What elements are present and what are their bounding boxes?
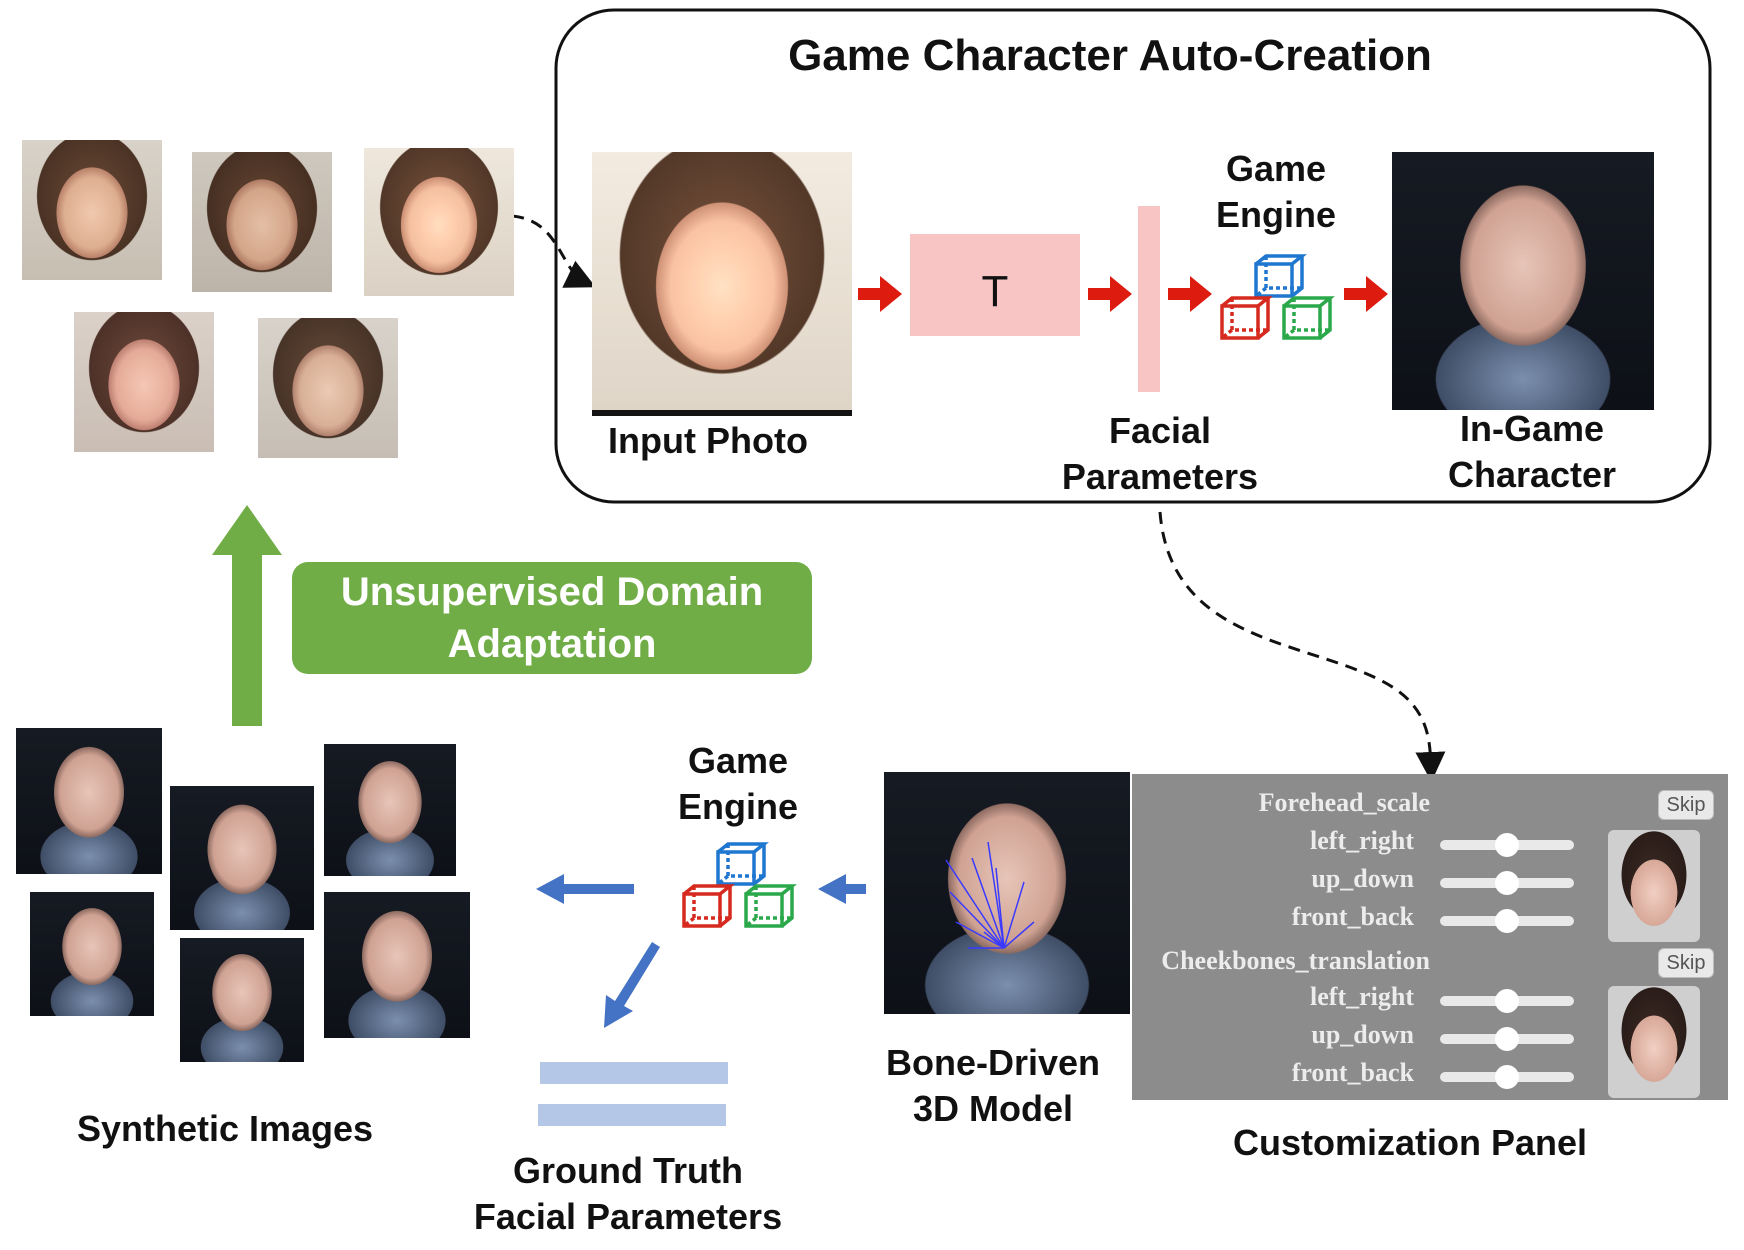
real-face-photo-5: [258, 318, 398, 458]
facial-params-label-line-2: Parameters: [1061, 456, 1259, 498]
synthetic-image-5: [180, 938, 304, 1062]
real-face-photo-1: [22, 140, 162, 280]
slider-2-3[interactable]: [1440, 1065, 1574, 1089]
blue-arrow-left-2: [818, 874, 866, 904]
bone-lines: [945, 841, 1035, 949]
blue-arrow-left-1: [536, 874, 634, 904]
slider-2-1[interactable]: [1440, 989, 1574, 1013]
bottom-engine-label: Game Engine: [640, 738, 836, 830]
bone-driven-model-image: [884, 772, 1130, 1014]
bottom-engine-label-line-1: Game: [687, 740, 789, 781]
synthetic-image-4: [30, 892, 154, 1016]
top-engine-label: Game Engine: [1176, 146, 1376, 238]
panel-group-2-name: Cheekbones_translation: [1161, 946, 1430, 975]
bone-model-label-line-2: 3D Model: [912, 1088, 1073, 1130]
bottom-engine-cubes: [682, 842, 797, 928]
translator-box: [910, 234, 1080, 336]
slider-label-2-3: front_back: [1291, 1058, 1414, 1087]
ground-truth-label-line-1: Ground Truth: [513, 1150, 743, 1191]
cube-icon-green: [1282, 296, 1335, 340]
synthetic-image-6: [324, 892, 470, 1038]
red-arrow-1: [858, 276, 902, 312]
input-photo-label: Input Photo: [608, 420, 808, 461]
red-arrows: [858, 276, 1388, 312]
red-arrow-4: [1344, 276, 1388, 312]
panel-group-1-name: Forehead_scale: [1258, 788, 1430, 817]
top-engine-cubes: [1220, 254, 1335, 340]
ground-truth-label-line-2: Facial Parameters: [473, 1196, 783, 1238]
slider-knob[interactable]: [1495, 833, 1519, 857]
bottom-engine-label-line-2: Engine: [677, 786, 798, 828]
facial-params-bar: [1138, 206, 1160, 392]
slider-label-1-3: front_back: [1291, 902, 1414, 931]
translator-label: T: [981, 267, 1009, 316]
in-game-character-label-line-2: Character: [1447, 454, 1617, 496]
cube-icon-blue: [716, 842, 769, 886]
slider-1-3[interactable]: [1440, 909, 1574, 933]
in-game-character-image: [1392, 152, 1654, 410]
slider-knob[interactable]: [1495, 1027, 1519, 1051]
slider-knob[interactable]: [1495, 989, 1519, 1013]
real-face-photo-3: [364, 148, 514, 296]
bone-model-label-line-1: Bone-Driven: [885, 1042, 1101, 1083]
red-arrow-3: [1168, 276, 1212, 312]
customization-panel-label: Customization Panel: [1232, 1122, 1588, 1163]
slider-1-1[interactable]: [1440, 833, 1574, 857]
synthetic-images-label: Synthetic Images: [76, 1108, 374, 1149]
input-photo: [592, 152, 852, 416]
slider-2-2[interactable]: [1440, 1027, 1574, 1051]
slider-1-2[interactable]: [1440, 871, 1574, 895]
dashed-arrow-to-input: [511, 214, 596, 288]
dashed-arrow-to-panel: [1158, 511, 1446, 782]
uda-label: Unsupervised Domain Adaptation: [292, 566, 812, 670]
bone-model-label: Bone-Driven 3D Model: [868, 1040, 1118, 1132]
uda-label-line-1: Unsupervised Domain: [340, 570, 764, 614]
synthetic-image-1: [16, 728, 162, 874]
auto-creation-box: [554, 8, 1712, 504]
customization-panel: Forehead_scale Skip left_right up_down f…: [1132, 774, 1728, 1100]
cube-icon-blue: [1254, 254, 1307, 298]
slider-knob[interactable]: [1495, 1065, 1519, 1089]
in-game-character-label-line-1: In-Game: [1459, 408, 1605, 449]
skip-button-1[interactable]: Skip: [1658, 790, 1714, 820]
top-engine-label-line-1: Game: [1225, 148, 1327, 189]
ground-truth-label: Ground Truth Facial Parameters: [468, 1148, 788, 1240]
slider-label-2-2: up_down: [1311, 1020, 1414, 1049]
cube-icon-red: [1220, 296, 1273, 340]
blue-arrows: [536, 874, 866, 1028]
slider-label-2-1: left_right: [1310, 982, 1414, 1011]
synthetic-image-2: [170, 786, 314, 930]
cheekbones-preview-thumbnail: [1608, 986, 1700, 1098]
red-arrow-2: [1088, 276, 1132, 312]
cube-icon-red: [682, 884, 735, 928]
uda-box: [292, 562, 812, 674]
cube-icon-green: [744, 884, 797, 928]
top-engine-label-line-2: Engine: [1215, 194, 1336, 236]
slider-label-1-2: up_down: [1311, 864, 1414, 893]
skip-button-2[interactable]: Skip: [1658, 948, 1714, 978]
synthetic-image-3: [324, 744, 456, 876]
gt-bar-1: [540, 1062, 728, 1084]
diagram-title: Game Character Auto-Creation: [788, 31, 1432, 80]
slider-knob[interactable]: [1495, 909, 1519, 933]
facial-params-label-line-1: Facial: [1108, 410, 1212, 451]
real-face-photo-4: [74, 312, 214, 452]
gt-bar-2: [538, 1104, 726, 1126]
in-game-character-label: In-Game Character: [1422, 406, 1642, 498]
uda-label-line-2: Adaptation: [447, 622, 657, 666]
real-face-photo-2: [192, 152, 332, 292]
facial-params-label: Facial Parameters: [1040, 408, 1280, 500]
blue-arrow-down: [604, 942, 660, 1028]
green-up-arrow: [212, 505, 282, 726]
forehead-preview-thumbnail: [1608, 830, 1700, 942]
slider-knob[interactable]: [1495, 871, 1519, 895]
slider-label-1-1: left_right: [1310, 826, 1414, 855]
